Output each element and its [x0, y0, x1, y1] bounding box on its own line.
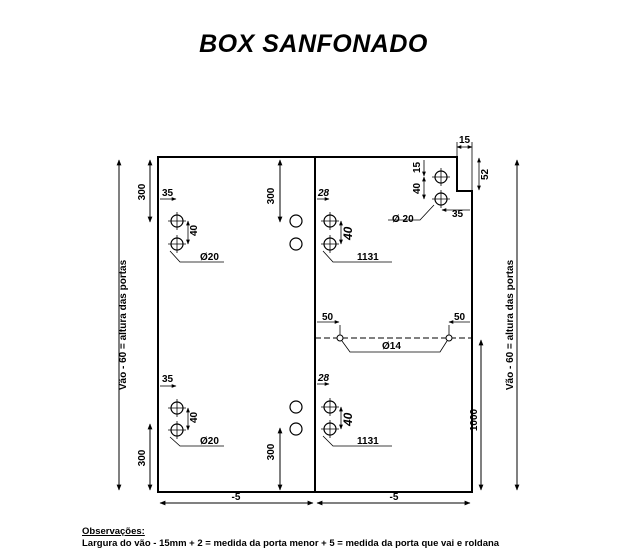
left-height-label: Vão - 60 = altura das portas — [118, 259, 129, 390]
left-top-35-label: 35 — [162, 188, 174, 199]
right-top-1131-label: 1131 — [357, 252, 379, 263]
rail-hole — [445, 334, 453, 342]
bottom-right-width-label: -5 — [390, 492, 399, 503]
rail-hole — [336, 334, 344, 342]
left-bottom-300-label: 300 — [137, 449, 148, 466]
mid-bottom-300-label: 300 — [266, 443, 277, 460]
notch-52-label: 52 — [480, 168, 491, 180]
observations: Observações: Largura do vão - 15mm + 2 =… — [82, 526, 622, 550]
left-top-40-label: 40 — [189, 224, 200, 236]
right-top-28-label: 28 — [317, 188, 330, 199]
right-height-label: Vão - 60 = altura das portas — [505, 259, 516, 390]
diagram-title: BOX SANFONADO — [199, 30, 428, 58]
right-top-40-label: 40 — [341, 226, 355, 241]
corner-15-label: 15 — [412, 161, 423, 173]
left-bottom-diameter-label: Ø20 — [200, 436, 219, 447]
right-bottom-28-label: 28 — [317, 373, 330, 384]
notch-15-label: 15 — [459, 135, 471, 146]
rail-diameter-label: Ø14 — [382, 341, 401, 352]
hinge-hole — [289, 400, 303, 414]
corner-diameter-label: Ø 20 — [392, 214, 414, 225]
mid-top-300-label: 300 — [266, 187, 277, 204]
right-bottom-40-label: 40 — [341, 412, 355, 427]
rail-left-50-label: 50 — [322, 312, 334, 323]
left-top-diameter-label: Ø20 — [200, 252, 219, 263]
bottom-left-width-label: -5 — [232, 492, 241, 503]
left-top-300-label: 300 — [137, 183, 148, 200]
hinge-hole — [289, 214, 303, 228]
observations-text: Largura do vão - 15mm + 2 = medida da po… — [82, 538, 500, 549]
corner-35-label: 35 — [452, 209, 464, 220]
right-bottom-1131-label: 1131 — [357, 436, 379, 447]
corner-40-label: 40 — [412, 182, 423, 194]
right-1000-label: 1000 — [469, 408, 480, 431]
rail-right-50-label: 50 — [454, 312, 466, 323]
hinge-hole — [289, 237, 303, 251]
left-bottom-40-label: 40 — [189, 411, 200, 423]
left-bottom-35-label: 35 — [162, 374, 174, 385]
observations-heading: Observações: — [82, 526, 145, 537]
hinge-hole — [289, 422, 303, 436]
